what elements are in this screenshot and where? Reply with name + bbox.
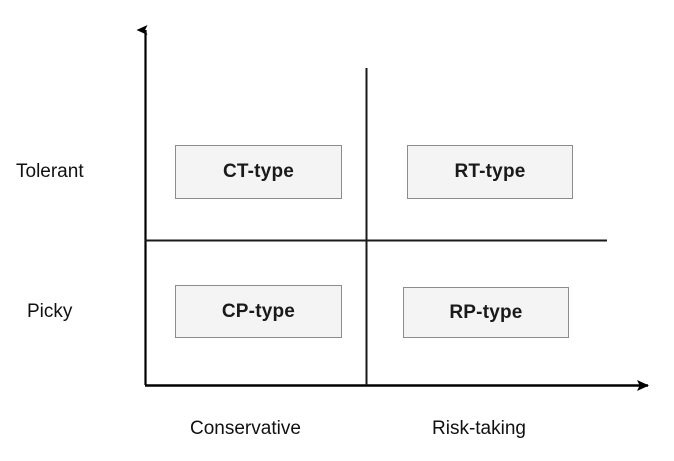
y-axis-label-picky: Picky	[27, 301, 73, 322]
quadrant-box-rp[interactable]: RP-type	[403, 287, 569, 338]
quadrant-box-cp[interactable]: CP-type	[175, 285, 342, 338]
quadrant-box-ct[interactable]: CT-type	[175, 145, 342, 199]
quadrant-label-cp: CP-type	[221, 300, 296, 322]
x-axis-label-risk-taking: Risk-taking	[432, 418, 526, 439]
quadrant-label-ct: CT-type	[222, 161, 295, 182]
x-axis-label-conservative: Conservative	[190, 418, 301, 439]
y-axis-label-tolerant: Tolerant	[16, 161, 84, 182]
quadrant-box-rt[interactable]: RT-type	[407, 145, 573, 199]
quadrant-label-rt: RT-type	[454, 161, 526, 182]
quadrant-label-rp: RP-type	[449, 301, 523, 323]
